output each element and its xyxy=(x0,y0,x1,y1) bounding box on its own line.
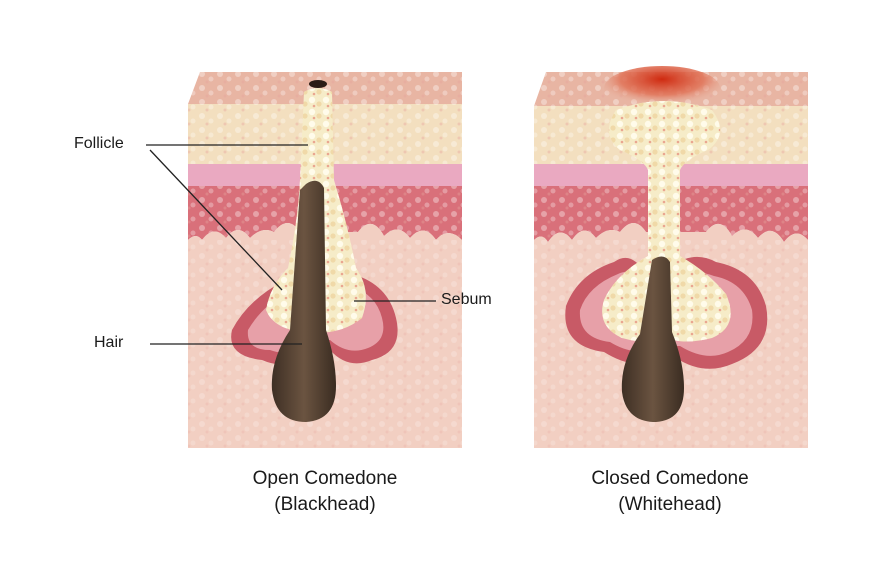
pointer-lines xyxy=(146,144,436,345)
follicle-pointer-lower xyxy=(149,149,283,291)
label-hair: Hair xyxy=(94,334,124,351)
closed-comedone-block xyxy=(534,66,808,448)
caption-closed-comedone: Closed Comedone (Whitehead) xyxy=(540,466,800,518)
hair-shaft xyxy=(621,256,684,422)
open-comedone-block xyxy=(188,72,462,448)
inflammation-spot xyxy=(604,66,720,110)
caption-closed-title: Closed Comedone xyxy=(591,468,749,489)
caption-open-title: Open Comedone xyxy=(252,468,398,489)
label-follicle: Follicle xyxy=(74,135,124,152)
blackhead-plug xyxy=(309,80,327,88)
label-sebum: Sebum xyxy=(441,291,492,308)
caption-closed-subtitle: (Whitehead) xyxy=(618,494,722,515)
hair-shaft xyxy=(271,180,336,422)
caption-open-subtitle: (Blackhead) xyxy=(274,494,376,515)
caption-open-comedone: Open Comedone (Blackhead) xyxy=(195,466,455,518)
